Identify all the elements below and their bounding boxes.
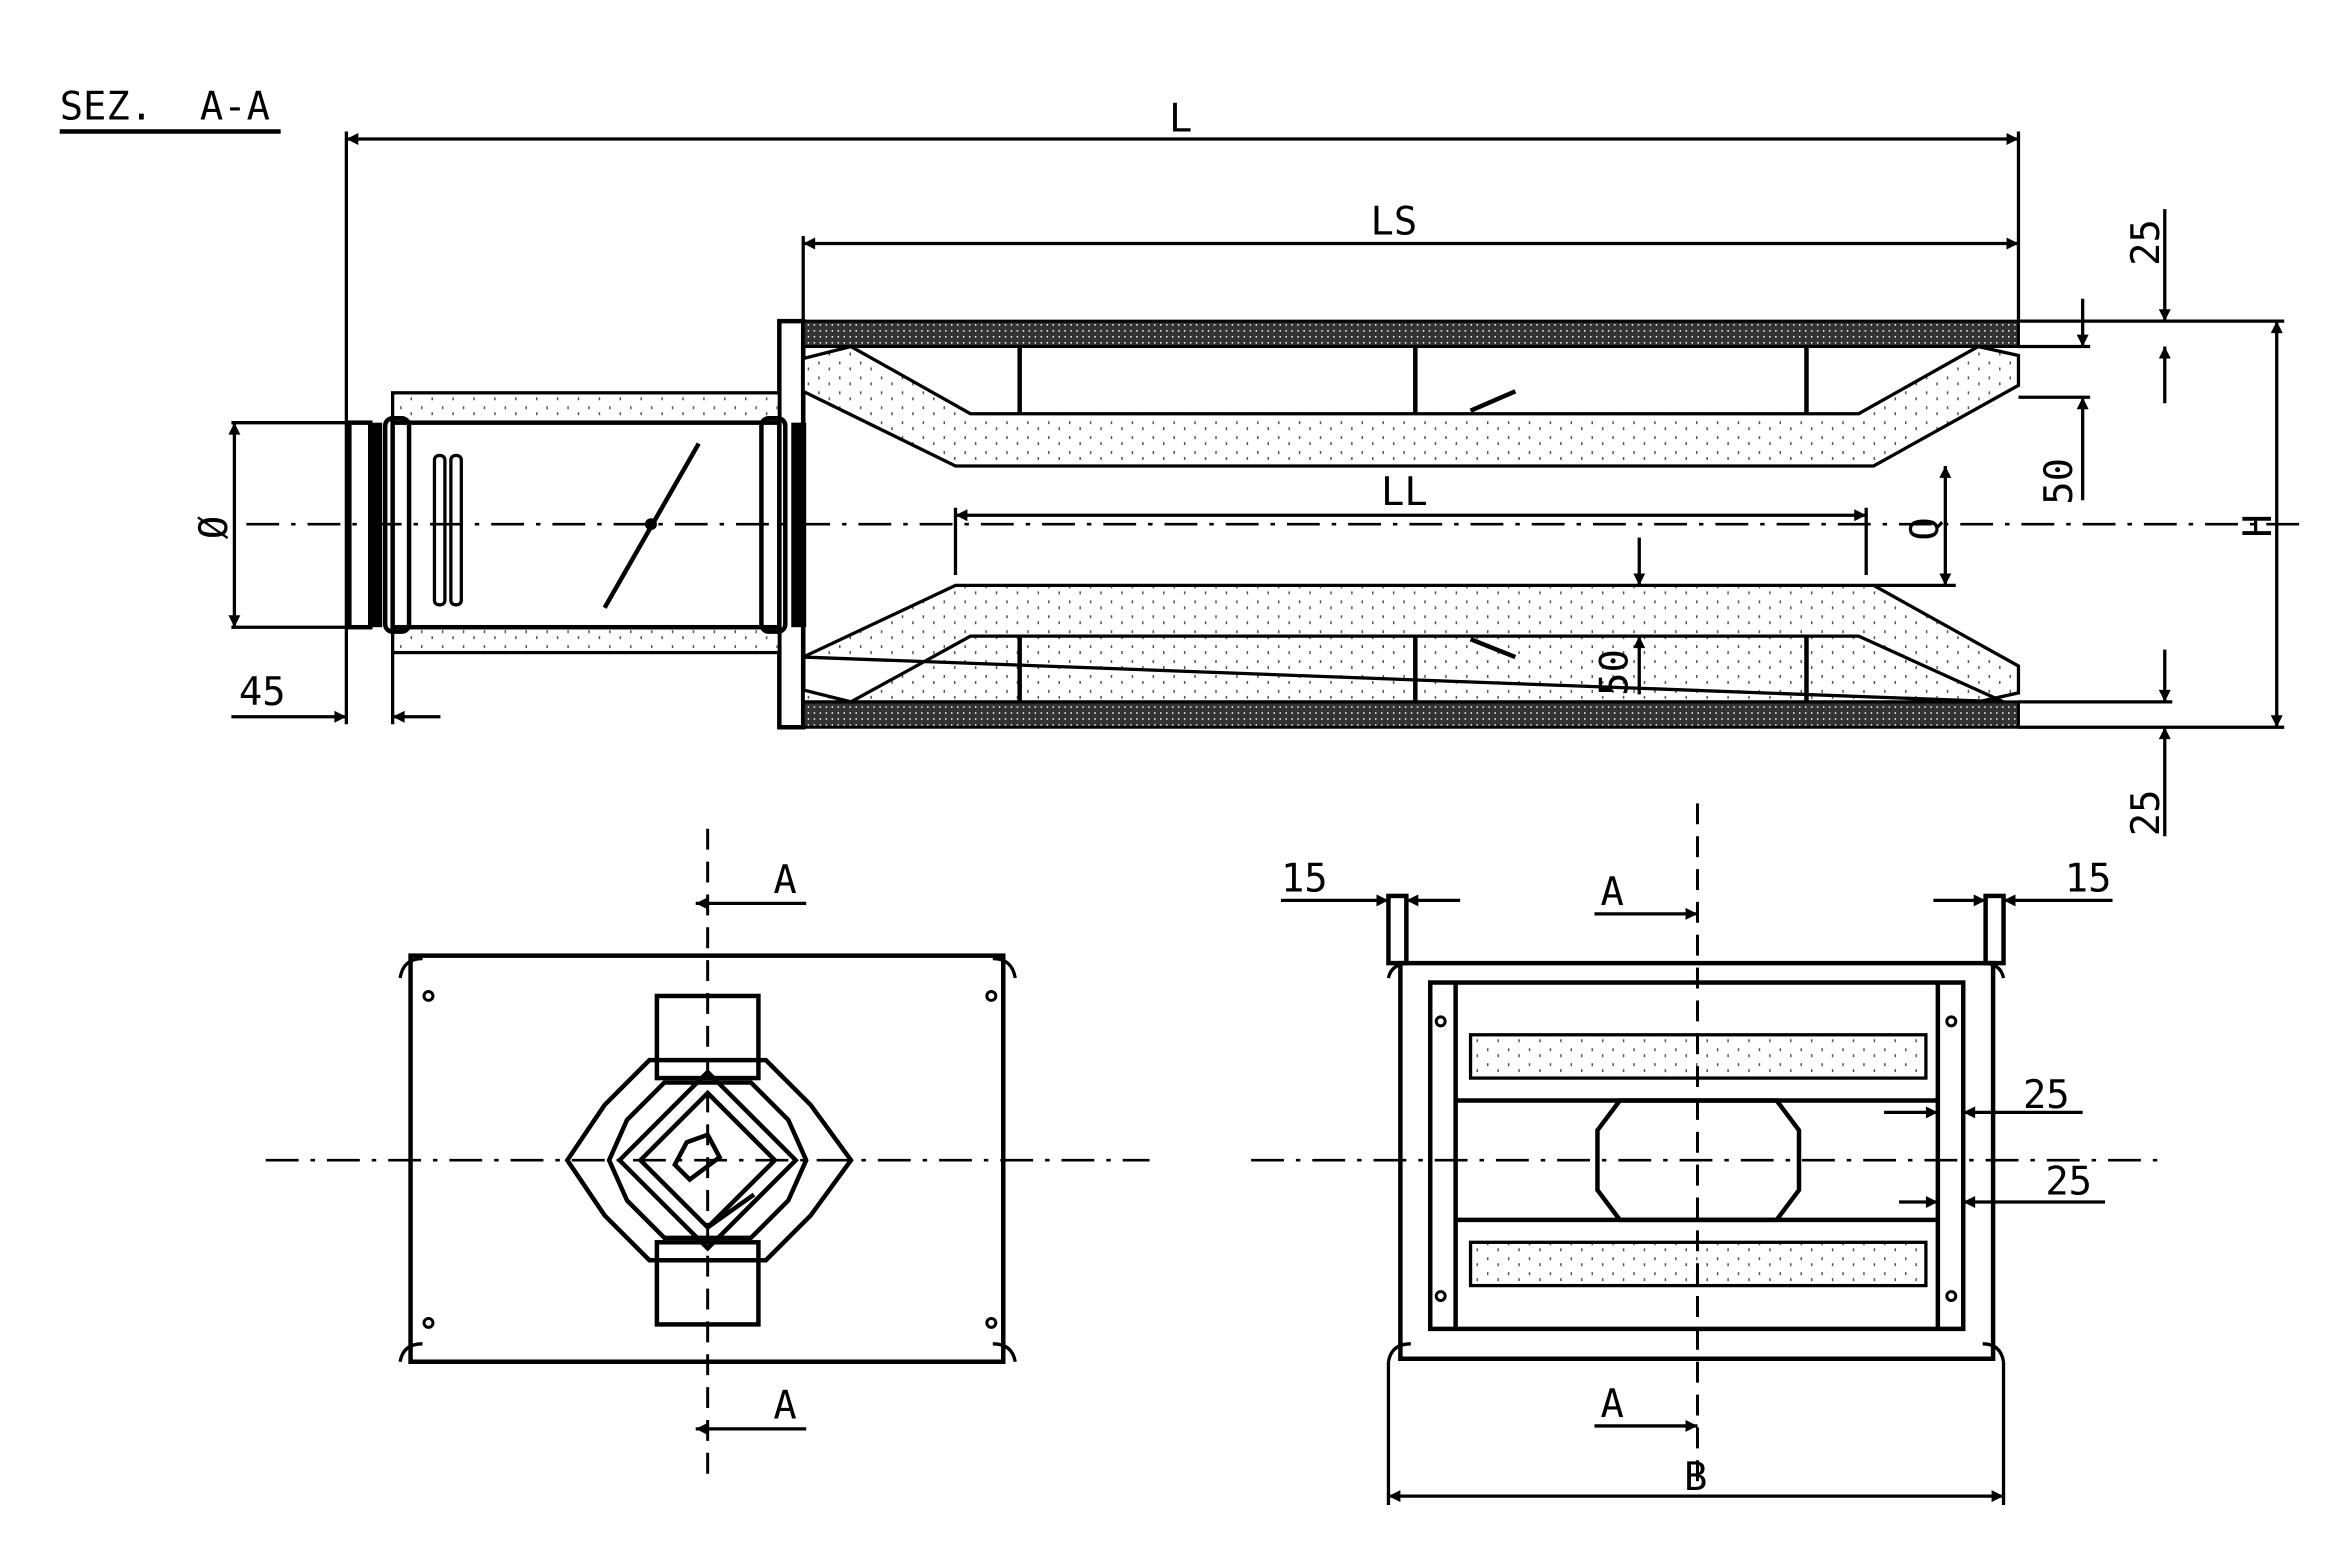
dim-LL: LL	[1381, 470, 1428, 515]
dim-L: L	[1169, 97, 1192, 142]
dim-Q: Q	[1903, 517, 1948, 540]
section-title: SEZ. A-A	[60, 85, 270, 130]
front-view: A A	[265, 828, 1150, 1486]
dim-diameter: Ø	[192, 516, 237, 539]
dim-15-left: 15	[1281, 856, 1328, 901]
dim-25-top: 25	[2124, 219, 2169, 266]
side-view: A A 15 15 25 25 B	[1251, 803, 2165, 1506]
dim-LS: LS	[1371, 200, 1418, 245]
dim-25-upper: 25	[2023, 1073, 2070, 1118]
dim-50-inner: 50	[1592, 649, 1637, 696]
section-a-a: SEZ. A-A L LS Ø 45 LL Q 50 50 H 25 25	[59, 85, 2307, 836]
cut-label-bottom: A	[1600, 1382, 1623, 1427]
dim-50-right: 50	[2037, 458, 2082, 505]
cut-label-top: A	[1600, 870, 1623, 915]
cut-label-bottom: A	[773, 1383, 796, 1428]
dim-15-right: 15	[2065, 856, 2112, 901]
cut-label-top: A	[773, 858, 796, 903]
dim-B: B	[1684, 1455, 1707, 1500]
dim-H: H	[2236, 514, 2281, 537]
dim-25-bottom: 25	[2124, 789, 2169, 836]
dim-25-lower: 25	[2045, 1160, 2092, 1205]
dim-45: 45	[239, 670, 286, 715]
